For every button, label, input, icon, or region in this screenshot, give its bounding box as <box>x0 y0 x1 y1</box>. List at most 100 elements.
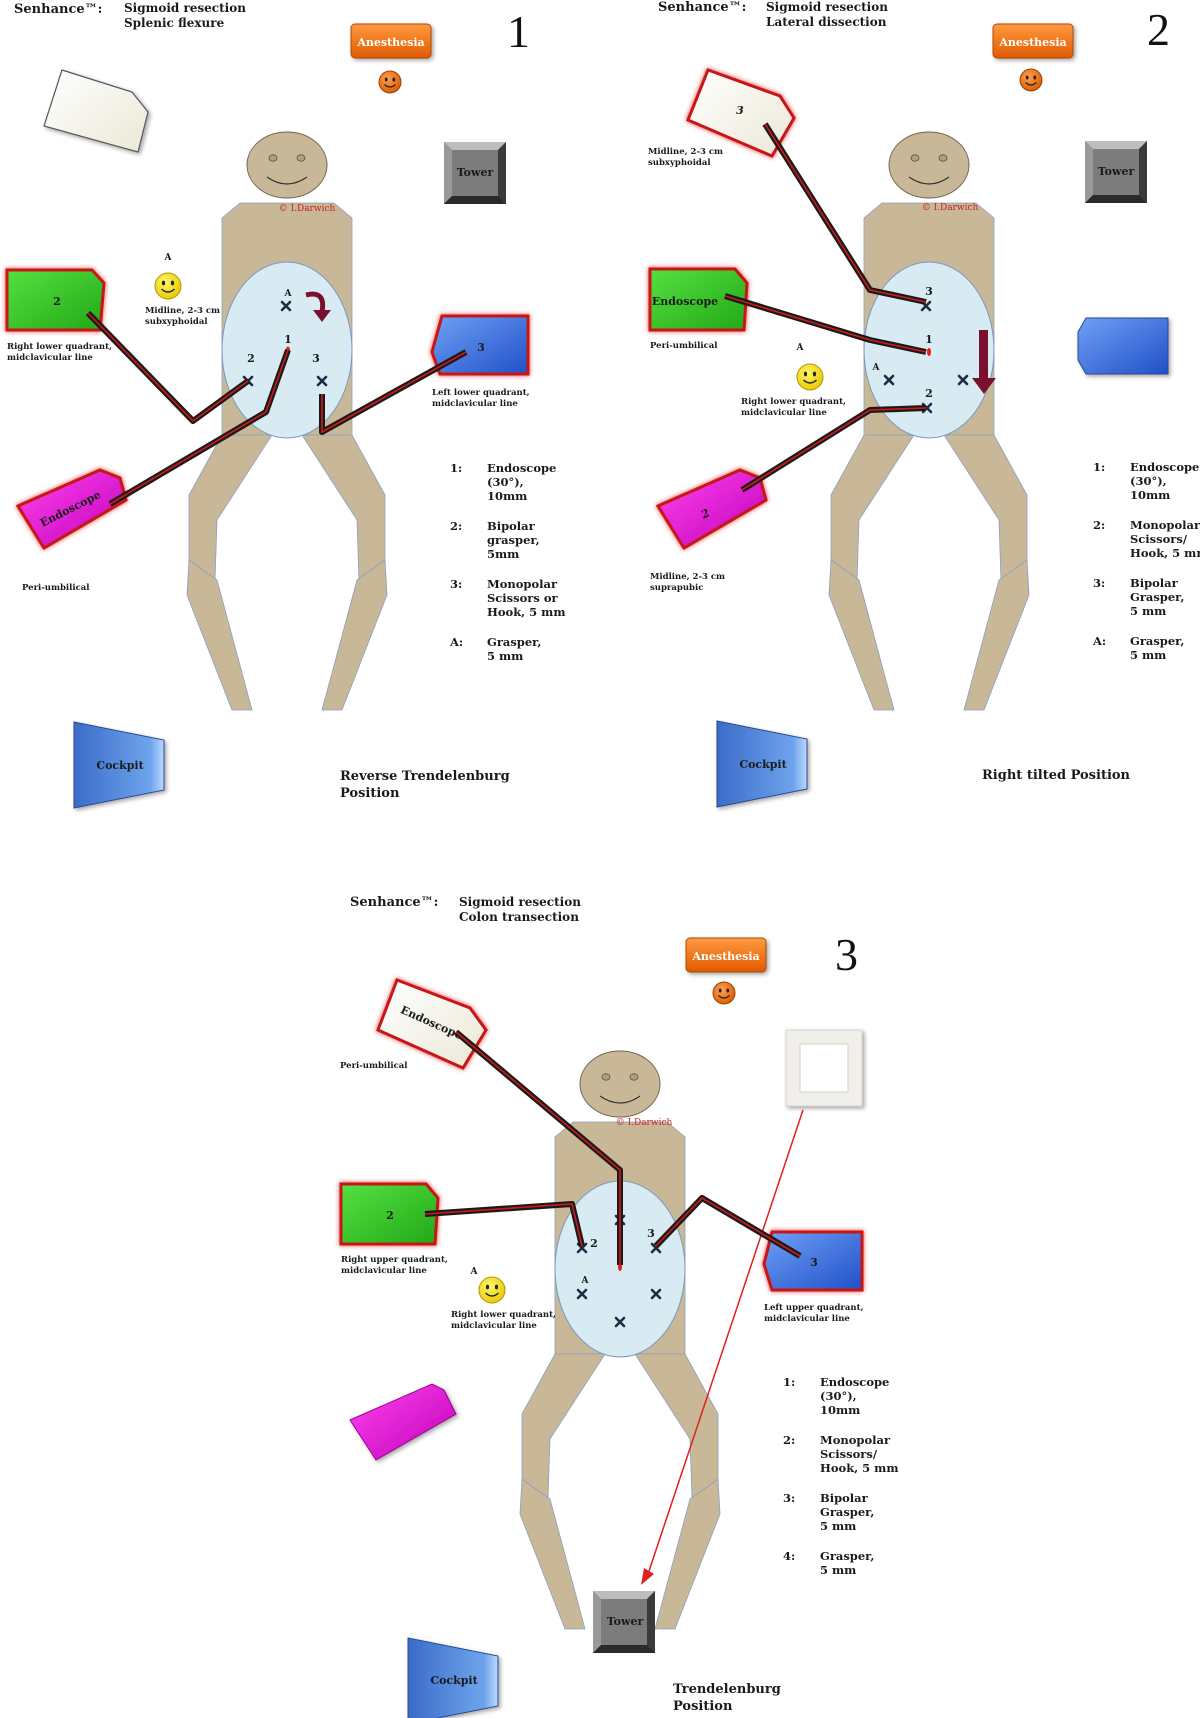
panel-3-arm-2 <box>339 1182 440 1246</box>
panel-3: Senhance™: Sigmoid resection Colon trans… <box>339 895 899 1718</box>
panel-2-tower-label: Tower <box>1098 165 1135 178</box>
panel-3-legend-key-4: 4: <box>783 1549 795 1563</box>
panel-1-position-line-2: Position <box>340 786 400 801</box>
panel-3-port-2-label: 2 <box>590 1237 598 1250</box>
panel-2-cockpit-label: Cockpit <box>739 758 787 771</box>
panel-1-legend-1-line-1: Endoscope <box>487 461 556 475</box>
panel-1-port-2-label: 2 <box>247 352 255 365</box>
panel-2-port-1-mark <box>927 348 931 356</box>
panel-2-copyright: © I.Darwich <box>922 203 979 213</box>
panel-3-legend-3-line-2: Grasper, <box>820 1505 874 1519</box>
panel-1-procedure-line-2: Splenic flexure <box>124 16 225 30</box>
panel-1-assistant-icon <box>154 272 182 300</box>
panel-2-arm-3 <box>686 68 796 158</box>
panel-3-tower: Tower <box>593 1591 655 1653</box>
panel-1-legend-3-line-2: Scissors or <box>487 591 559 605</box>
panel-1-legend-2-line-2: grasper, <box>487 533 540 547</box>
panel-1-legend-a-line-1: Grasper, <box>487 635 541 649</box>
panel-2-tower: Tower <box>1085 141 1147 203</box>
panel-3-anesthesia-station: Anesthesia <box>685 937 767 1005</box>
panel-2-assistant-label-2: midclavicular line <box>741 408 827 418</box>
panel-1-number: 1 <box>507 6 530 57</box>
panel-1-endoscope-port-label: Peri-umbilical <box>22 583 90 593</box>
panel-3-legend-4-line-2: 5 mm <box>820 1563 856 1577</box>
panel-1: Senhance™: Sigmoid resection Splenic fle… <box>5 1 566 808</box>
panel-2-assistant-icon <box>796 363 824 391</box>
panel-3-legend-2-line-3: Hook, 5 mm <box>820 1461 899 1475</box>
panel-3-arm-3-number: 3 <box>810 1256 818 1269</box>
panel-2-legend-2-line-1: Monopolar <box>1130 518 1200 532</box>
panel-3-number: 3 <box>835 929 858 980</box>
panel-3-procedure-line-1: Sigmoid resection <box>459 895 581 909</box>
panel-3-legend: 1: Endoscope (30°), 10mm 2: Monopolar Sc… <box>783 1375 899 1577</box>
panel-3-copyright: © I.Darwich <box>616 1118 673 1128</box>
panel-2-legend-1-line-1: Endoscope <box>1130 460 1199 474</box>
panel-1-assistant-label-1: Midline, 2-3 cm <box>145 306 220 316</box>
panel-2-endoscope-label: Endoscope <box>652 295 718 308</box>
panel-2-legend-2-line-3: Hook, 5 mm <box>1130 546 1200 560</box>
panel-1-cockpit-label: Cockpit <box>96 759 144 772</box>
panel-1-legend-key-3: 3: <box>450 577 462 591</box>
panel-3-arm-2-label-1: Right upper quadrant, <box>341 1255 448 1265</box>
panel-2-legend-a-line-2: 5 mm <box>1130 648 1166 662</box>
panel-2-endoscope-port-label: Peri-umbilical <box>650 341 718 351</box>
panel-2-legend-2-line-2: Scissors/ <box>1130 532 1188 546</box>
panel-2-legend-1-line-2: (30°), <box>1130 474 1167 488</box>
panel-1-arm-3-label-2: midclavicular line <box>432 399 518 409</box>
panel-2-assistant-letter: A <box>796 343 805 353</box>
panel-1-legend: 1: Endoscope (30°), 10mm 2: Bipolar gras… <box>449 461 566 663</box>
panel-2-legend-key-1: 1: <box>1093 460 1105 474</box>
panel-1-legend-2-line-3: 5mm <box>487 547 519 561</box>
panel-2-legend-3-line-1: Bipolar <box>1130 576 1179 590</box>
panel-2-cockpit: Cockpit <box>717 721 807 807</box>
panel-2-anesthesiologist-icon <box>1019 68 1043 92</box>
panel-1-arm-2-number: 2 <box>53 295 61 308</box>
panel-3-legend-2-line-2: Scissors/ <box>820 1447 878 1461</box>
panel-2: Senhance™: Sigmoid resection Lateral dis… <box>648 0 1200 807</box>
panel-3-legend-2-line-1: Monopolar <box>820 1433 891 1447</box>
panel-1-anesthesia-station: Anesthesia <box>350 23 432 94</box>
panel-1-arm-3-number: 3 <box>477 341 485 354</box>
panel-3-anesthesiologist-icon <box>712 981 736 1005</box>
panel-2-arm-3-label-1: Midline, 2-3 cm <box>648 147 723 157</box>
panel-2-brand: Senhance™: <box>658 0 746 15</box>
panel-3-cockpit-label: Cockpit <box>430 1674 478 1687</box>
panel-1-tower: Tower <box>444 142 506 204</box>
panel-3-tower-move-arrow <box>645 1109 804 1581</box>
panel-2-legend-key-2: 2: <box>1093 518 1105 532</box>
panel-1-legend-a-line-2: 5 mm <box>487 649 523 663</box>
panel-1-brand: Senhance™: <box>14 2 102 17</box>
panel-2-port-a-label: A <box>872 363 881 373</box>
panel-1-cockpit: Cockpit <box>74 722 164 808</box>
panel-3-assistant-letter: A <box>470 1267 479 1277</box>
panel-2-port-3-label: 3 <box>925 285 933 298</box>
panel-3-assistant-label-1: Right lower quadrant, <box>451 1310 556 1320</box>
panel-2-endoscope-arm <box>648 267 749 332</box>
panel-1-arm-3-label-1: Left lower quadrant, <box>432 388 530 398</box>
panel-2-patient: © I.Darwich <box>828 131 1030 711</box>
panel-2-anesthesia-station: Anesthesia <box>992 23 1074 92</box>
panel-3-legend-1-line-3: 10mm <box>820 1403 860 1417</box>
panel-3-arm-2-number: 2 <box>386 1209 394 1222</box>
panel-3-legend-3-line-1: Bipolar <box>820 1491 869 1505</box>
panel-2-arm-3-label-2: subxyphoidal <box>648 158 711 168</box>
panel-2-arm-3-number: 3 <box>736 104 744 117</box>
panel-3-legend-key-3: 3: <box>783 1491 795 1505</box>
panel-2-port-2-label: 2 <box>925 387 933 400</box>
panel-1-anesthesiologist-icon <box>378 70 402 94</box>
panel-2-legend-key-3: 3: <box>1093 576 1105 590</box>
panel-3-legend-key-1: 1: <box>783 1375 795 1389</box>
panel-1-legend-3-line-3: Hook, 5 mm <box>487 605 566 619</box>
panel-1-arm-2-label-2: midclavicular line <box>7 353 93 363</box>
panel-2-legend-1-line-3: 10mm <box>1130 488 1170 502</box>
panel-3-brand: Senhance™: <box>350 895 438 910</box>
panel-3-patient: © I.Darwich <box>519 1050 721 1630</box>
panel-1-port-1-label: 1 <box>284 333 292 346</box>
panel-1-tower-label: Tower <box>457 166 494 179</box>
panel-3-assistant-label-2: midclavicular line <box>451 1321 537 1331</box>
panel-3-endoscope-port-label: Peri-umbilical <box>340 1061 408 1071</box>
panel-1-patient: © I.Darwich <box>186 131 388 711</box>
panel-1-legend-key-a: A: <box>449 635 463 649</box>
panel-3-former-tower-position <box>785 1029 863 1107</box>
